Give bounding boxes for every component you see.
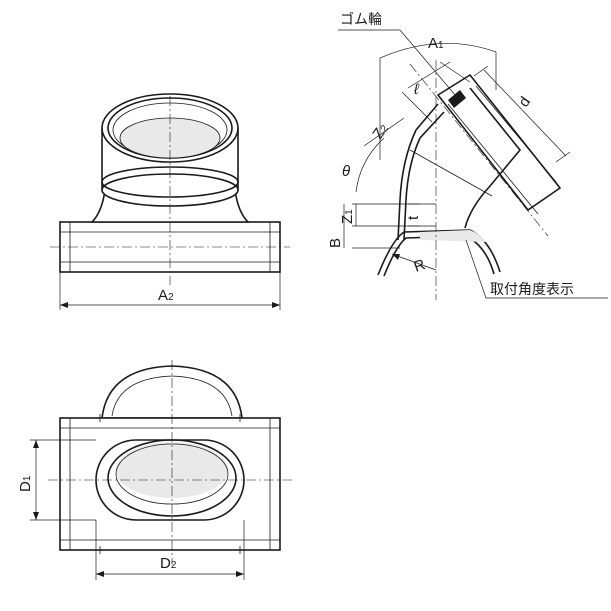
- side-section-view: [377, 60, 562, 300]
- dimension-l: ℓ: [401, 61, 471, 123]
- label-b: B: [327, 238, 344, 248]
- label-t: t: [405, 215, 422, 220]
- label-z1: Z: [339, 215, 356, 224]
- top-view: [48, 360, 292, 565]
- label-l: ℓ: [413, 81, 420, 98]
- svg-text:Z1: Z1: [339, 209, 356, 224]
- label-a1: A: [428, 35, 438, 52]
- callout-mounting-angle: 取付角度表示: [465, 239, 608, 299]
- label-r: R: [412, 256, 428, 276]
- front-view: [50, 93, 290, 285]
- dimension-a2: A2: [59, 272, 281, 310]
- label-a2: A: [158, 287, 168, 304]
- label-z2-sub: 2: [379, 123, 391, 134]
- label-d2: D: [160, 555, 171, 572]
- label-mounting-angle: 取付角度表示: [490, 281, 574, 297]
- svg-text:Z2: Z2: [369, 120, 392, 142]
- label-rubber-ring: ゴム輪: [340, 11, 382, 27]
- label-theta: θ: [342, 163, 350, 180]
- label-a2-sub: 2: [168, 292, 174, 303]
- dimension-d2: D2: [95, 520, 245, 580]
- dimension-z1-b: Z1 B: [327, 203, 436, 249]
- label-d1-sub: 1: [22, 475, 33, 481]
- label-a1-sub: 1: [438, 40, 444, 51]
- label-z1-sub: 1: [344, 209, 355, 215]
- dimension-z2: Z2: [363, 117, 405, 147]
- dimension-d1: D1: [17, 439, 96, 521]
- callout-rubber-ring: ゴム輪: [338, 11, 457, 97]
- svg-text:D2: D2: [160, 555, 177, 572]
- label-d: d: [515, 94, 534, 111]
- side-rubber-ring: [448, 90, 466, 108]
- svg-text:A2: A2: [158, 287, 174, 304]
- dimension-r: R: [391, 253, 437, 276]
- side-inner-wall: [397, 103, 439, 241]
- dimension-t: t: [405, 203, 422, 227]
- side-saddle-arc: [377, 229, 501, 276]
- svg-text:A1: A1: [428, 35, 444, 52]
- side-socket-body: [436, 73, 562, 212]
- dimension-theta: θ: [342, 137, 385, 193]
- label-d1: D: [17, 481, 34, 492]
- svg-text:D1: D1: [17, 475, 34, 492]
- label-d2-sub: 2: [171, 560, 177, 571]
- dimension-a1: A1: [379, 35, 497, 160]
